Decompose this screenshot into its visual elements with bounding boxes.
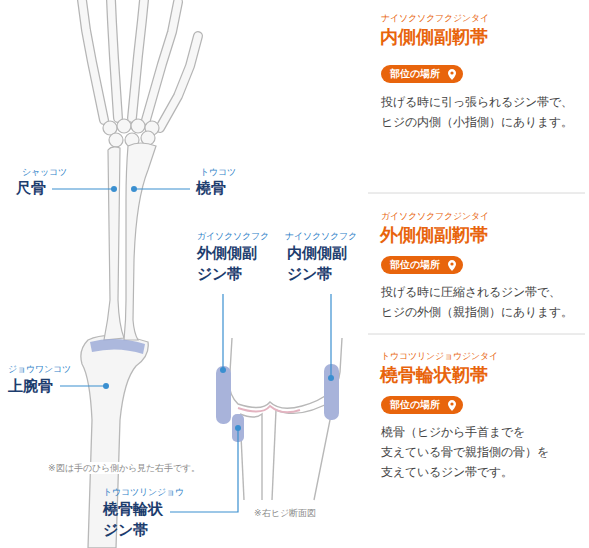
- badge-text: 部位の場所: [390, 256, 440, 274]
- elbow-section: [229, 338, 342, 500]
- ligament-label: 外側側副 ジン帯: [197, 243, 263, 285]
- reading-label: ナイソクソクフク: [285, 230, 357, 242]
- reading-label: トウコツリンジョウ: [103, 486, 184, 498]
- ulna-bone: [104, 147, 124, 340]
- reading-label: ジョウワンコツ: [8, 363, 71, 375]
- location-badge: 部位の場所: [381, 256, 463, 274]
- hand-bones: [82, 0, 198, 128]
- reading-label: ガイソクソクフク: [197, 230, 269, 242]
- reading-label: トウコツ: [200, 166, 236, 178]
- hand-bones: [82, 0, 198, 128]
- ligament-label: 内側側副 ジン帯: [287, 243, 353, 285]
- description-text: 投げる時に圧縮されるジン帯で、 ヒジの外側（親指側）にあります。: [381, 282, 589, 322]
- lateral-ligament: [216, 366, 231, 424]
- description-text: 橈骨（ヒジから手首までを 支えている骨で親指側の骨）を 支えているジン帯です。: [381, 422, 566, 482]
- pin-icon: [448, 69, 456, 80]
- reading-label: ガイソクソクフクジンタイ: [381, 210, 489, 222]
- leader-line: [52, 189, 190, 386]
- joint-ligament: [90, 339, 145, 354]
- section-heading: 内側側副靭帯: [380, 25, 488, 49]
- section-heading: 外側側副靭帯: [380, 223, 488, 247]
- section-heading: 橈骨輪状靭帯: [380, 363, 488, 387]
- reading-label: トウコツリンジョウジンタイ: [381, 350, 498, 362]
- reading-label: シャッコツ: [22, 166, 67, 178]
- bone-label: 上腕骨: [8, 376, 53, 397]
- bone-label: 橈骨: [196, 178, 226, 199]
- figure-note: ※図は手のひら側から見た右手です。: [46, 462, 202, 474]
- carpal-bones: [103, 119, 159, 147]
- ligament-label: 橈骨輪状 ジン帯: [103, 499, 169, 541]
- pin-icon: [448, 400, 456, 411]
- description-text: 投げる時に引っ張られるジン帯で、 ヒジの内側（小指側）にあります。: [381, 92, 589, 132]
- location-badge: 部位の場所: [381, 396, 463, 414]
- location-badge: 部位の場所: [381, 65, 463, 83]
- pin-icon: [448, 260, 456, 271]
- reading-label: ナイソクソクフクジンタイ: [381, 12, 489, 24]
- leader-line: [170, 294, 331, 512]
- leader-dot: [103, 186, 137, 389]
- radius-bone: [124, 143, 156, 340]
- badge-text: 部位の場所: [390, 396, 440, 414]
- figure-note: ※右ヒジ断面図: [252, 507, 318, 519]
- leader-dot: [220, 367, 334, 431]
- badge-text: 部位の場所: [390, 65, 440, 83]
- joint-line: [238, 406, 300, 412]
- bone-label: 尺骨: [16, 178, 46, 199]
